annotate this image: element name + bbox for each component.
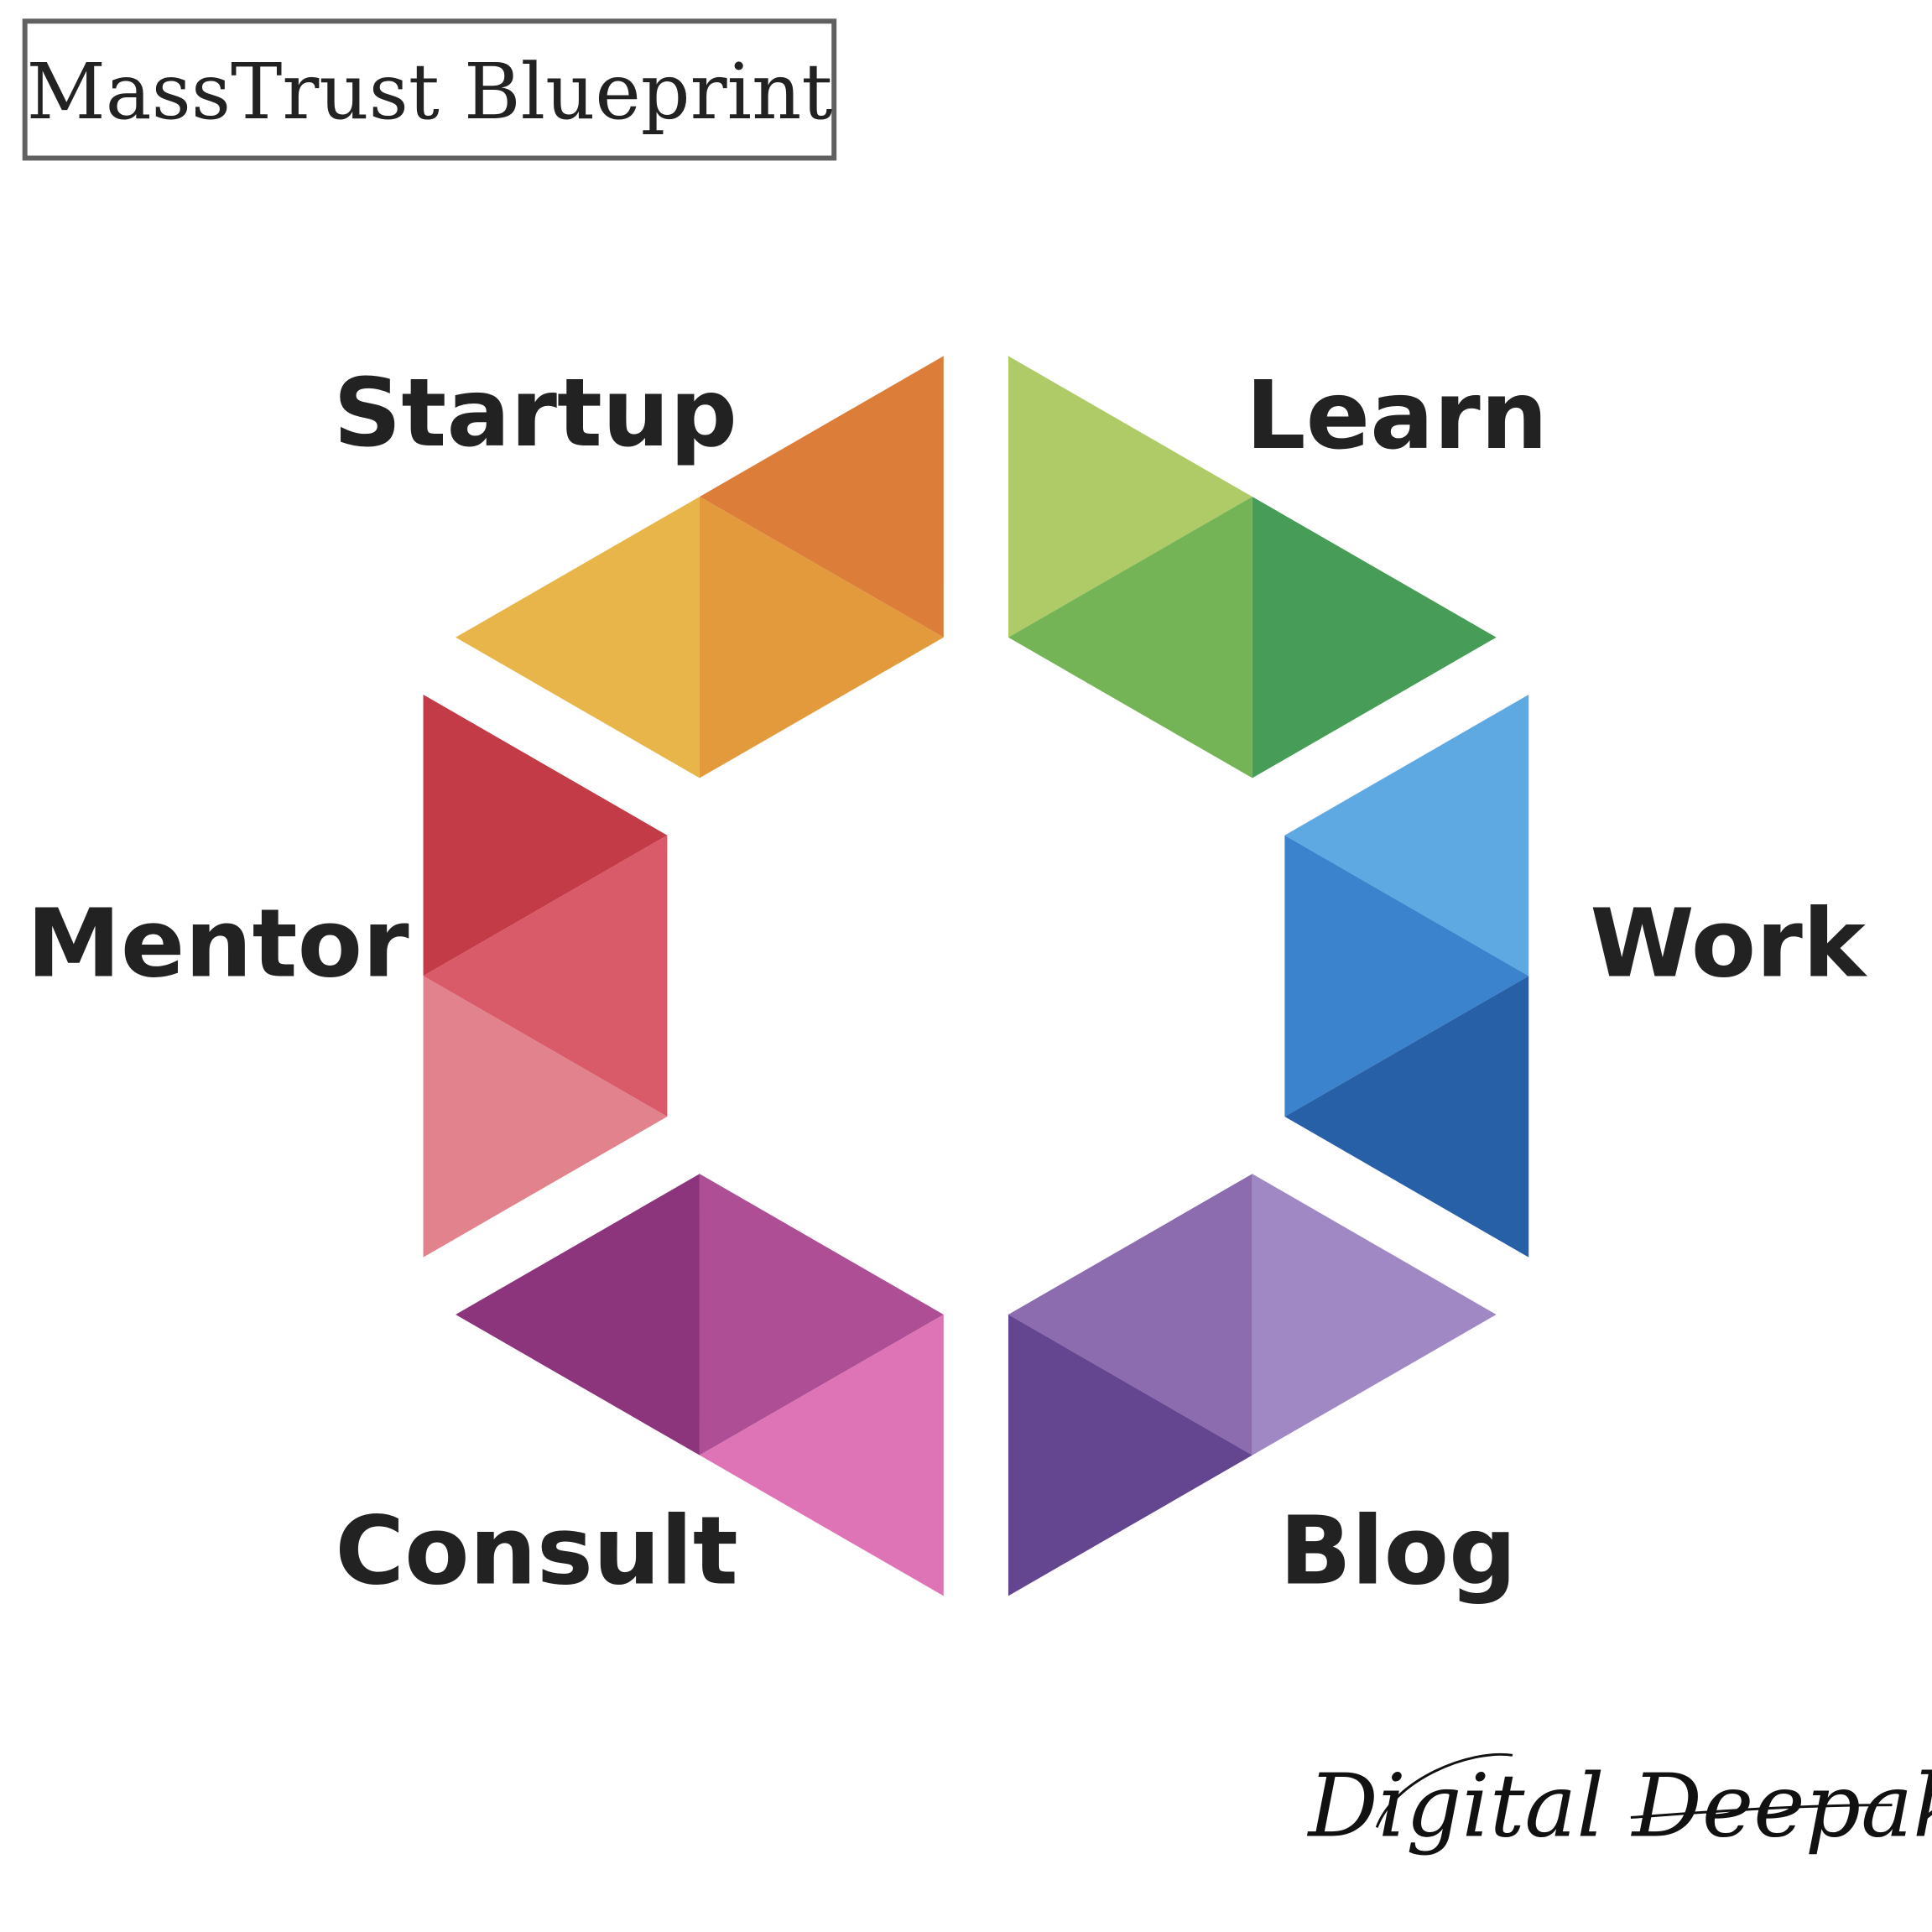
triangle-blog-3 [1008, 1314, 1252, 1596]
triangle-learn-1 [1008, 356, 1252, 638]
label-learn: Learn [1246, 360, 1548, 471]
triangle-mentor-3 [423, 976, 668, 1258]
labels: Startup Learn Work Blog Consult Mentor [27, 357, 1868, 1606]
segment-learn [1008, 356, 1497, 779]
segment-consult [456, 1174, 944, 1596]
title: MassTrust Blueprint [27, 47, 833, 137]
label-consult: Consult [335, 1496, 737, 1607]
triangle-consult-1 [456, 1174, 700, 1456]
triangle-work-3 [1284, 976, 1529, 1258]
triangle-learn-2 [1008, 497, 1252, 779]
triangle-mentor-1 [423, 695, 668, 976]
triangle-startup-3 [699, 497, 944, 779]
triangle-startup-2 [456, 497, 700, 779]
segment-mentor [423, 695, 668, 1258]
title-border [22, 18, 837, 161]
segment-blog [1008, 1174, 1497, 1596]
triangle-blog-2 [1252, 1174, 1497, 1456]
label-startup: Startup [333, 357, 737, 468]
signature-logo: Digital Deepak [1307, 1752, 1932, 1857]
segment-work [1284, 695, 1529, 1258]
triangle-learn-3 [1252, 497, 1497, 779]
hexagon-segments [423, 356, 1529, 1596]
label-blog: Blog [1279, 1496, 1517, 1607]
triangle-work-2 [1284, 835, 1529, 1117]
label-mentor: Mentor [27, 888, 409, 998]
title-box: MassTrust Blueprint [22, 18, 837, 161]
triangle-consult-3 [699, 1314, 944, 1596]
triangle-mentor-2 [423, 835, 668, 1117]
triangle-startup-1 [699, 356, 944, 638]
triangle-work-1 [1284, 695, 1529, 976]
signature: Digital Deepak [1307, 1757, 1932, 1857]
triangle-blog-1 [1008, 1174, 1252, 1456]
segment-startup [456, 356, 944, 779]
label-work: Work [1590, 888, 1867, 998]
triangle-consult-2 [699, 1174, 944, 1456]
